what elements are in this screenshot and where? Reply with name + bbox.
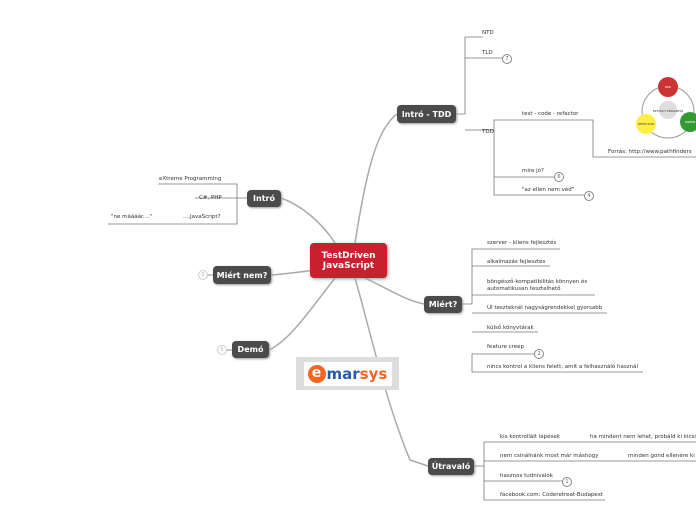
tld-count-badge[interactable]: 7 — [502, 54, 512, 64]
cycle-refactor-label: REFACTOR — [638, 122, 654, 126]
leaf-miert-1[interactable]: szerver - kliens fejlesztés — [487, 240, 557, 246]
leaf-test-code-refactor[interactable]: test - code - refactor — [522, 111, 579, 117]
mire-count-badge[interactable]: 6 — [554, 172, 564, 182]
cycle-green-label: GREEN — [685, 120, 695, 124]
leaf-mire[interactable]: mire jó? — [522, 168, 544, 174]
cycle-red-label: RED — [665, 85, 672, 89]
hasznos-count-badge[interactable]: 1 — [562, 477, 572, 487]
ellen-count-badge[interactable]: 4 — [584, 191, 594, 201]
leaf-miert-3b[interactable]: automatikusan tesztelhető — [487, 286, 561, 292]
leaf-miert-7[interactable]: nincs kontrol a kliens felett, amit a fe… — [487, 364, 639, 370]
leaf-kis-sub[interactable]: ha mindent nem lehet, próbáld ki kicsi — [590, 434, 696, 440]
topic-miert-nem[interactable]: Miért nem? — [213, 266, 271, 284]
topic-utravalo[interactable]: Útravaló — [428, 458, 474, 475]
leaf-miert-3a[interactable]: böngésző-kompatibilitás könnyen és — [487, 279, 588, 285]
leaf-nem-sub[interactable]: minden gond ellenére ki — [628, 453, 695, 459]
central-line2: JavaScript — [322, 260, 375, 271]
miert-nem-count-badge[interactable]: 8 — [198, 270, 208, 280]
feature-creep-count-badge[interactable]: 2 — [534, 349, 544, 359]
topic-intro[interactable]: Intró — [247, 190, 281, 207]
leaf-nem[interactable]: nem csinálnánk most már máshogy — [500, 453, 599, 459]
leaf-miert-4[interactable]: UI teszteknél nagyságrendekkel gyorsabb — [487, 305, 603, 311]
leaf-source[interactable]: Forrás: http://www.pathfinders — [608, 149, 692, 155]
leaf-xp[interactable]: eXtreme Programming — [159, 176, 222, 182]
leaf-csharp-php[interactable]: C#, PHP — [199, 195, 222, 201]
central-line1: TestDriven — [321, 250, 376, 261]
logo-mar: mar — [326, 364, 360, 383]
cycle-center-label: REFLECT PROGRESS — [653, 109, 684, 113]
leaf-javascript[interactable]: ....JavaScript? — [183, 214, 221, 220]
tdd-cycle-image: REFLECT PROGRESS RED GREEN REFACTOR — [636, 77, 696, 139]
leaf-ntd[interactable]: NTD — [482, 30, 494, 36]
leaf-tld[interactable]: TLD — [482, 50, 493, 56]
leaf-ellen[interactable]: "az ellen nem véd" — [522, 187, 575, 193]
leaf-miert-6[interactable]: feature creep — [487, 344, 525, 350]
topic-demo[interactable]: Demó — [232, 341, 269, 358]
logo-sys: sys — [359, 364, 388, 383]
leaf-miert-2[interactable]: alkalmazás fejlesztés — [487, 259, 546, 265]
leaf-kis[interactable]: kis kontrollált lépések — [500, 434, 560, 440]
logo-e: e — [307, 364, 326, 383]
topic-intro-tdd[interactable]: Intró - TDD — [397, 105, 456, 123]
leaf-ne-maaar[interactable]: "ne máááár...." — [111, 214, 153, 220]
demo-count-badge[interactable]: 6 — [217, 345, 227, 355]
leaf-tdd[interactable]: TDD — [482, 129, 494, 135]
topic-miert[interactable]: Miért? — [424, 296, 462, 313]
leaf-miert-5[interactable]: külső könyvtárak — [487, 325, 534, 331]
leaf-facebook[interactable]: facebook.com: Coderetreat-Budapest — [500, 492, 603, 498]
leaf-hasznos[interactable]: hasznos tudnivalók — [500, 473, 553, 479]
